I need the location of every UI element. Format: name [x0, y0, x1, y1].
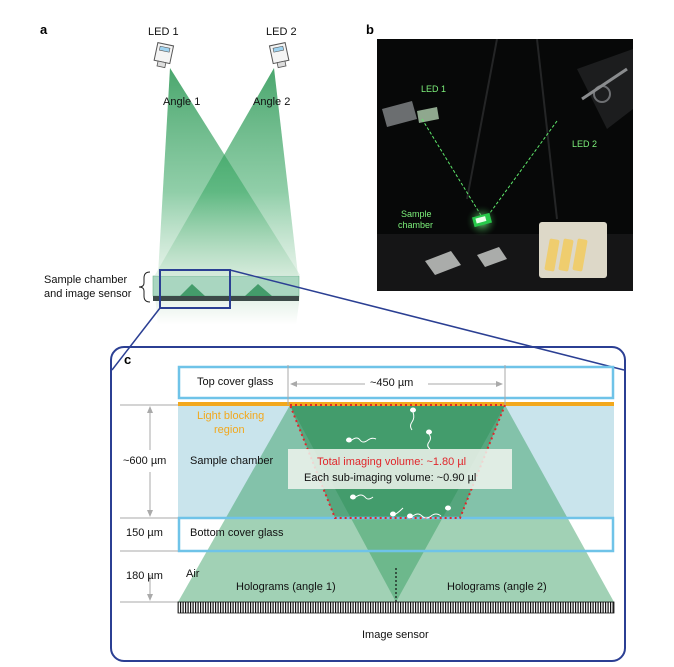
light-blocking-label-2: region	[214, 424, 245, 436]
light-blocking-label-1: Light blocking	[197, 410, 265, 422]
panel-b-letter: b	[366, 22, 374, 37]
led-2-icon	[268, 42, 290, 69]
panel-a-letter: a	[40, 22, 48, 37]
top-cover-glass-label: Top cover glass	[197, 376, 274, 388]
image-sensor-label: Image sensor	[362, 629, 429, 641]
bottom-cover-glass-label: Bottom cover glass	[190, 527, 284, 539]
angle-1-label: Angle 1	[163, 96, 201, 108]
led-1-label: LED 1	[148, 26, 179, 38]
photo-sample-label-1: Sample	[401, 209, 432, 219]
setup-photo: LED 1 LED 2 Sample chamber	[377, 39, 633, 291]
photo-sample-label-2: chamber	[398, 220, 434, 230]
sample-chamber-label: Sample chamber	[190, 455, 274, 467]
width-dimension-label: ~450 µm	[370, 377, 414, 389]
angle-2-label: Angle 2	[253, 96, 291, 108]
panel-c-frame	[110, 346, 626, 662]
image-sensor	[178, 602, 614, 613]
sub-volume-label: Each sub-imaging volume: ~0.90 µl	[304, 472, 477, 484]
photo-led-2-label: LED 2	[572, 139, 598, 149]
sample-chamber-label-2: and image sensor	[44, 288, 132, 300]
led-2-label: LED 2	[266, 26, 297, 38]
setup-photo-art	[377, 39, 633, 291]
holograms-angle-2-label: Holograms (angle 2)	[447, 581, 547, 593]
led-1-icon	[153, 42, 175, 69]
dim-600-label: ~600 µm	[123, 455, 167, 467]
beam-angle-2	[155, 68, 298, 275]
total-volume-label: Total imaging volume: ~1.80 µl	[317, 456, 467, 468]
volume-label-box	[288, 449, 512, 489]
photo-led-1-label: LED 1	[421, 84, 447, 94]
air-label: Air	[186, 568, 200, 580]
dim-150-label: 150 µm	[126, 527, 163, 539]
imaging-volume-outline	[288, 404, 507, 519]
sample-bracket	[138, 271, 151, 303]
panel-c-letter: c	[124, 352, 132, 367]
sperm-cells	[346, 407, 451, 519]
holograms-angle-1-label: Holograms (angle 1)	[236, 581, 336, 593]
zoom-box	[159, 269, 231, 309]
dim-180-label: 180 µm	[126, 570, 163, 582]
sample-chamber-label-1: Sample chamber	[44, 274, 128, 286]
top-cover-glass	[177, 365, 615, 400]
